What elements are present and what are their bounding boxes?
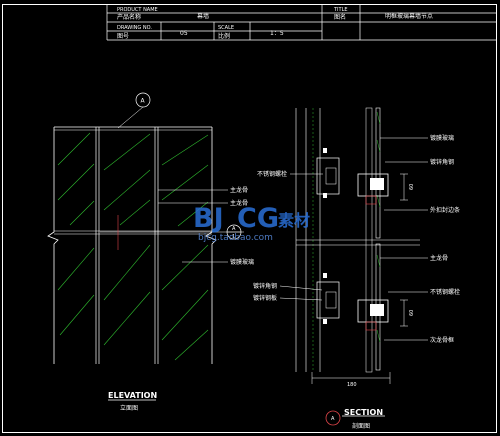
dim-60-bottom: 60 [409,310,415,316]
watermark-brand: BJ [193,203,224,234]
elevation-view [47,92,244,364]
drawing-no-value: 05 [180,30,188,37]
watermark-site: bjcg.taobao.com [198,233,273,243]
title-en: TITLE [333,7,348,13]
elevation-callout-circle [135,92,151,108]
section-label-coated-glass: 镀膜玻璃 [430,134,454,142]
section-label-galv-angle-bottom: 镀锌角钢 [253,282,277,290]
title-cn: 图名 [334,13,346,21]
section-marker-ref: A [232,226,236,232]
elevation-main-keel-label-1: 主龙骨 [230,186,248,194]
section-label-stainless-bolt-top: 不锈钢螺栓 [257,170,287,178]
section-title-en: SECTION [344,408,383,417]
section-label-galv-angle-top: 镀锌角钢 [430,158,454,166]
dim-60-top: 60 [409,184,415,190]
product-name-value: 幕墙 [197,12,209,20]
section-callout-circle [325,410,341,426]
section-label-secondary-keel: 次龙骨框 [430,336,454,344]
sheet-border [2,4,497,433]
elevation-title-en: ELEVATION [108,391,157,400]
elevation-callout-label: A [141,98,146,105]
elevation-main-keel-label-2: 主龙骨 [230,199,248,207]
dim-width: 180 [347,382,357,388]
elevation-glass-label: 镀膜玻璃 [230,258,254,266]
watermark-brand-2: CG [237,203,279,234]
section-title-cn: 剖面图 [352,422,370,430]
product-name-cn: 产品名称 [117,13,141,21]
title-value: 明框玻璃幕墙节点 [385,12,433,20]
section-label-galv-plate: 镀锌钢板 [253,294,277,302]
product-name-en: PRODUCT NAME [117,7,158,13]
scale-en: SCALE [218,25,234,31]
drawing-no-cn: 图号 [117,33,129,40]
watermark-brand-cn: 素材 [278,211,310,230]
section-marker-sheet: 1 [232,234,235,240]
scale-value: 1：5 [270,30,284,37]
section-view [279,107,428,384]
section-label-outer-sealant: 外扣封边条 [430,206,460,214]
drawing-no-en: DRAWING NO. [117,25,152,31]
section-label-main-keel: 主龙骨 [430,254,448,262]
section-callout-label: A [331,416,335,422]
scale-cn: 比例 [218,32,230,40]
watermark: BJ CG 素材 bjcg.taobao.com [193,203,310,243]
section-label-stainless-bolt-bottom: 不锈钢螺栓 [430,288,460,296]
elevation-title-cn: 立面图 [120,404,138,412]
title-block [106,5,496,41]
